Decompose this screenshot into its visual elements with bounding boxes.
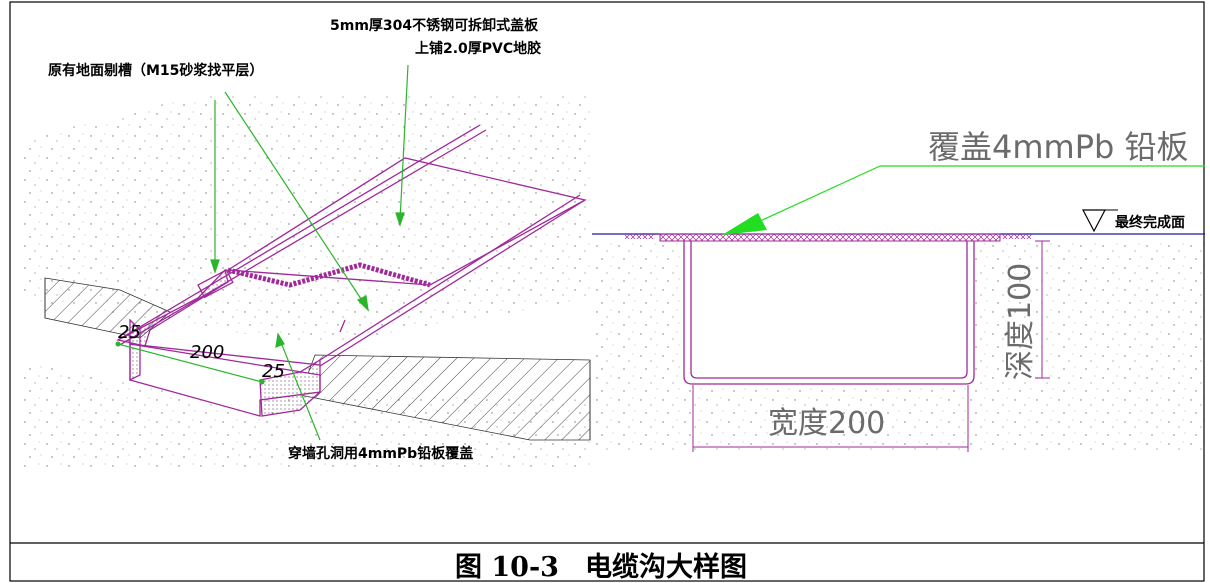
dim-25-right: 25 (262, 361, 285, 382)
leader-cover (399, 64, 409, 221)
dim-depth: 深度100 (1003, 263, 1038, 380)
caption-number: 图 10-3 (455, 552, 559, 583)
trench-inner (690, 241, 968, 379)
level-triangle-icon (1082, 209, 1106, 233)
trench-outer (683, 241, 975, 385)
dim-25-left: 25 (118, 322, 141, 343)
label-ground-groove: 原有地面剔槽（M15砂浆找平层） (48, 62, 263, 79)
leader-ground-2 (224, 91, 366, 306)
dim-width: 宽度200 (768, 406, 885, 441)
isometric-drawing: 25 200 25 5mm厚304不锈钢可拆卸式盖板 上铺2.0厚PVC地胶 原… (20, 17, 591, 470)
leader-lead-plate (744, 165, 881, 229)
width-dimension-line (117, 343, 263, 383)
label-wall-hole: 穿墙孔洞用4mmPb铅板覆盖 (288, 445, 473, 462)
label-lead-plate: 覆盖4mmPb 铅板 (928, 128, 1189, 166)
dim-200: 200 (190, 342, 224, 363)
lead-plate-band (659, 233, 1001, 242)
cover-cut-edge (227, 262, 431, 288)
label-cover-finish: 上铺2.0厚PVC地胶 (415, 40, 541, 57)
cover-plate-lip (197, 269, 234, 299)
label-finish-level: 最终完成面 (1115, 214, 1185, 231)
cover-plate (225, 157, 587, 286)
leader-wall-hole (279, 339, 321, 441)
leader-arrowhead (722, 213, 767, 235)
label-cover-plate: 5mm厚304不锈钢可拆卸式盖板 (330, 17, 539, 34)
section-drawing: 深度100 宽度200 覆盖4mmPb 铅板 最终完成面 (592, 128, 1205, 452)
caption-title: 电缆沟大样图 (585, 551, 747, 583)
concrete-ground-texture (20, 95, 590, 345)
